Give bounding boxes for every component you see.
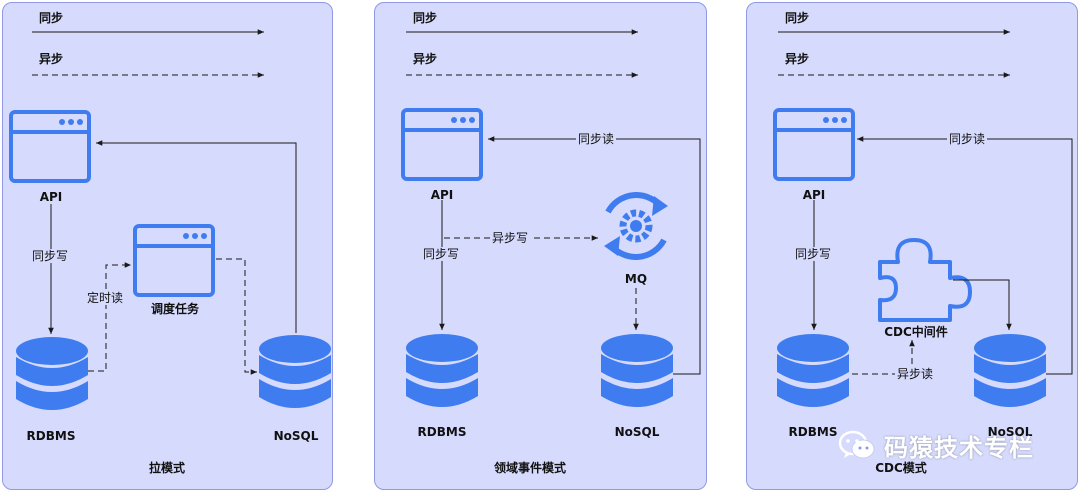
timed-read-label: 定时读: [85, 291, 126, 305]
watermark-text: 码猿技术专栏: [884, 434, 1034, 462]
legend-sync-label: 同步: [39, 11, 64, 25]
api-label: API: [39, 190, 63, 204]
sync-write-label: 同步写: [793, 247, 834, 261]
cdc-middleware-label: CDC中间件: [884, 325, 948, 339]
panel-cdc-mode: [746, 2, 1078, 490]
sync-read-label: 同步读: [947, 132, 988, 146]
scheduler-label: 调度任务: [150, 302, 200, 316]
async-write-label: 异步写: [490, 231, 531, 245]
panel-domain-event-mode: [374, 2, 707, 490]
api-label: API: [430, 188, 454, 202]
database-icon: [777, 334, 849, 407]
api-label: API: [802, 188, 826, 202]
database-icon: [259, 335, 331, 408]
legend-async-label: 异步: [785, 52, 810, 66]
sync-read-label: 同步读: [576, 132, 617, 146]
legend-sync-label: 同步: [413, 11, 438, 25]
rdbms-label: RDBMS: [26, 429, 76, 443]
watermark: 码猿技术专栏: [838, 428, 1034, 463]
async-read-label: 异步读: [895, 367, 936, 381]
browser-window-icon: [133, 224, 215, 297]
sync-write-label: 同步写: [30, 249, 71, 263]
legend-sync-label: 同步: [785, 11, 810, 25]
browser-window-icon: [9, 110, 91, 183]
legend-async-label: 异步: [413, 52, 438, 66]
database-icon: [16, 337, 88, 410]
panel-caption: 拉模式: [148, 461, 186, 475]
database-icon: [974, 334, 1046, 407]
rdbms-label: RDBMS: [788, 425, 838, 439]
legend-async-label: 异步: [39, 52, 64, 66]
browser-window-icon: [773, 108, 855, 181]
database-icon: [601, 334, 673, 407]
panel-caption: CDC模式: [875, 461, 927, 475]
gear-sync-icon: [604, 192, 668, 260]
sync-write-label: 同步写: [421, 247, 462, 261]
panel-caption: 领域事件模式: [493, 461, 567, 475]
mq-label: MQ: [624, 272, 648, 286]
rdbms-label: RDBMS: [417, 425, 467, 439]
nosql-label: NoSQL: [987, 425, 1033, 439]
puzzle-piece-icon: [878, 238, 972, 322]
browser-window-icon: [401, 108, 483, 181]
connector: [48, 140, 297, 375]
database-icon: [406, 334, 478, 407]
nosql-label: NoSQL: [273, 429, 319, 443]
nosql-label: NoSQL: [614, 425, 660, 439]
wechat-icon: [838, 430, 875, 458]
